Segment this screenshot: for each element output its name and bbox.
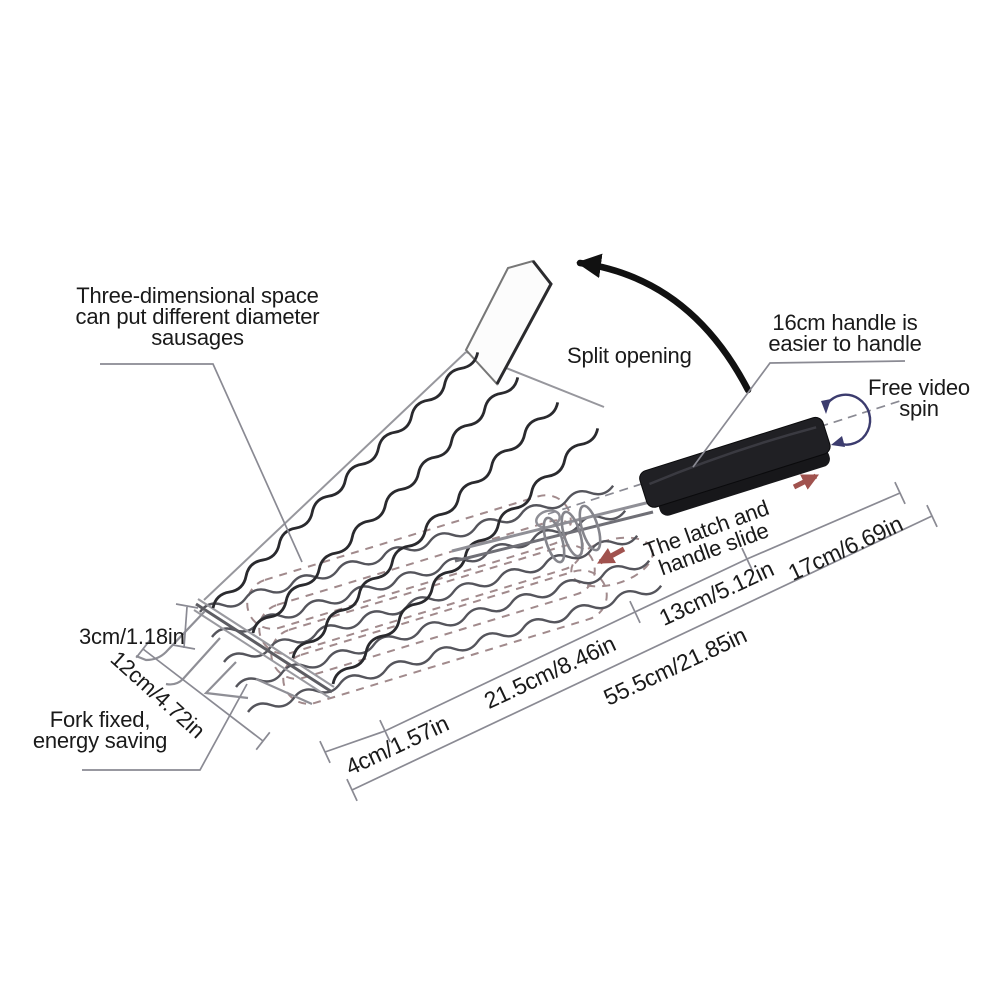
slide-left-arrow-icon	[597, 546, 626, 565]
lid-frame	[203, 259, 605, 601]
dim-label-3cm: 3cm/1.18in	[79, 624, 185, 649]
label-free-video-spin-line1: Free video	[868, 375, 970, 400]
label-three-dimensional: Three-dimensional space can put differen…	[40, 283, 355, 350]
hinge-rail	[193, 598, 335, 699]
spin-arrow-icon	[821, 393, 872, 447]
fixing-forks	[135, 610, 313, 706]
latch-slider	[542, 504, 602, 564]
handle	[639, 416, 831, 516]
leader-lines	[82, 360, 906, 771]
label-16cm-handle-line1: 16cm handle is	[772, 310, 918, 335]
dimension-lines	[135, 481, 938, 802]
label-fork-fixed: Fork fixed, energy saving	[20, 707, 180, 753]
slide-right-arrow-icon	[792, 473, 820, 490]
label-16cm-handle-line2: easier to handle	[768, 331, 922, 356]
label-three-dimensional-line3: sausages	[151, 325, 244, 350]
split-opening-arrow-icon	[576, 253, 752, 394]
label-free-video-spin: Free video spin	[860, 375, 978, 421]
label-fork-fixed-line1: Fork fixed,	[49, 707, 151, 732]
lid-wires	[211, 352, 600, 685]
label-free-video-spin-line2: spin	[899, 396, 939, 421]
label-16cm-handle: 16cm handle is easier to handle	[755, 310, 935, 356]
skewer-rods	[451, 500, 654, 563]
label-three-dimensional-line2: can put different diameter	[75, 304, 320, 329]
label-three-dimensional-line1: Three-dimensional space	[76, 283, 319, 308]
label-split-opening: Split opening	[567, 343, 692, 368]
basket-base-wires	[199, 484, 663, 713]
label-fork-fixed-line2: energy saving	[32, 728, 168, 753]
